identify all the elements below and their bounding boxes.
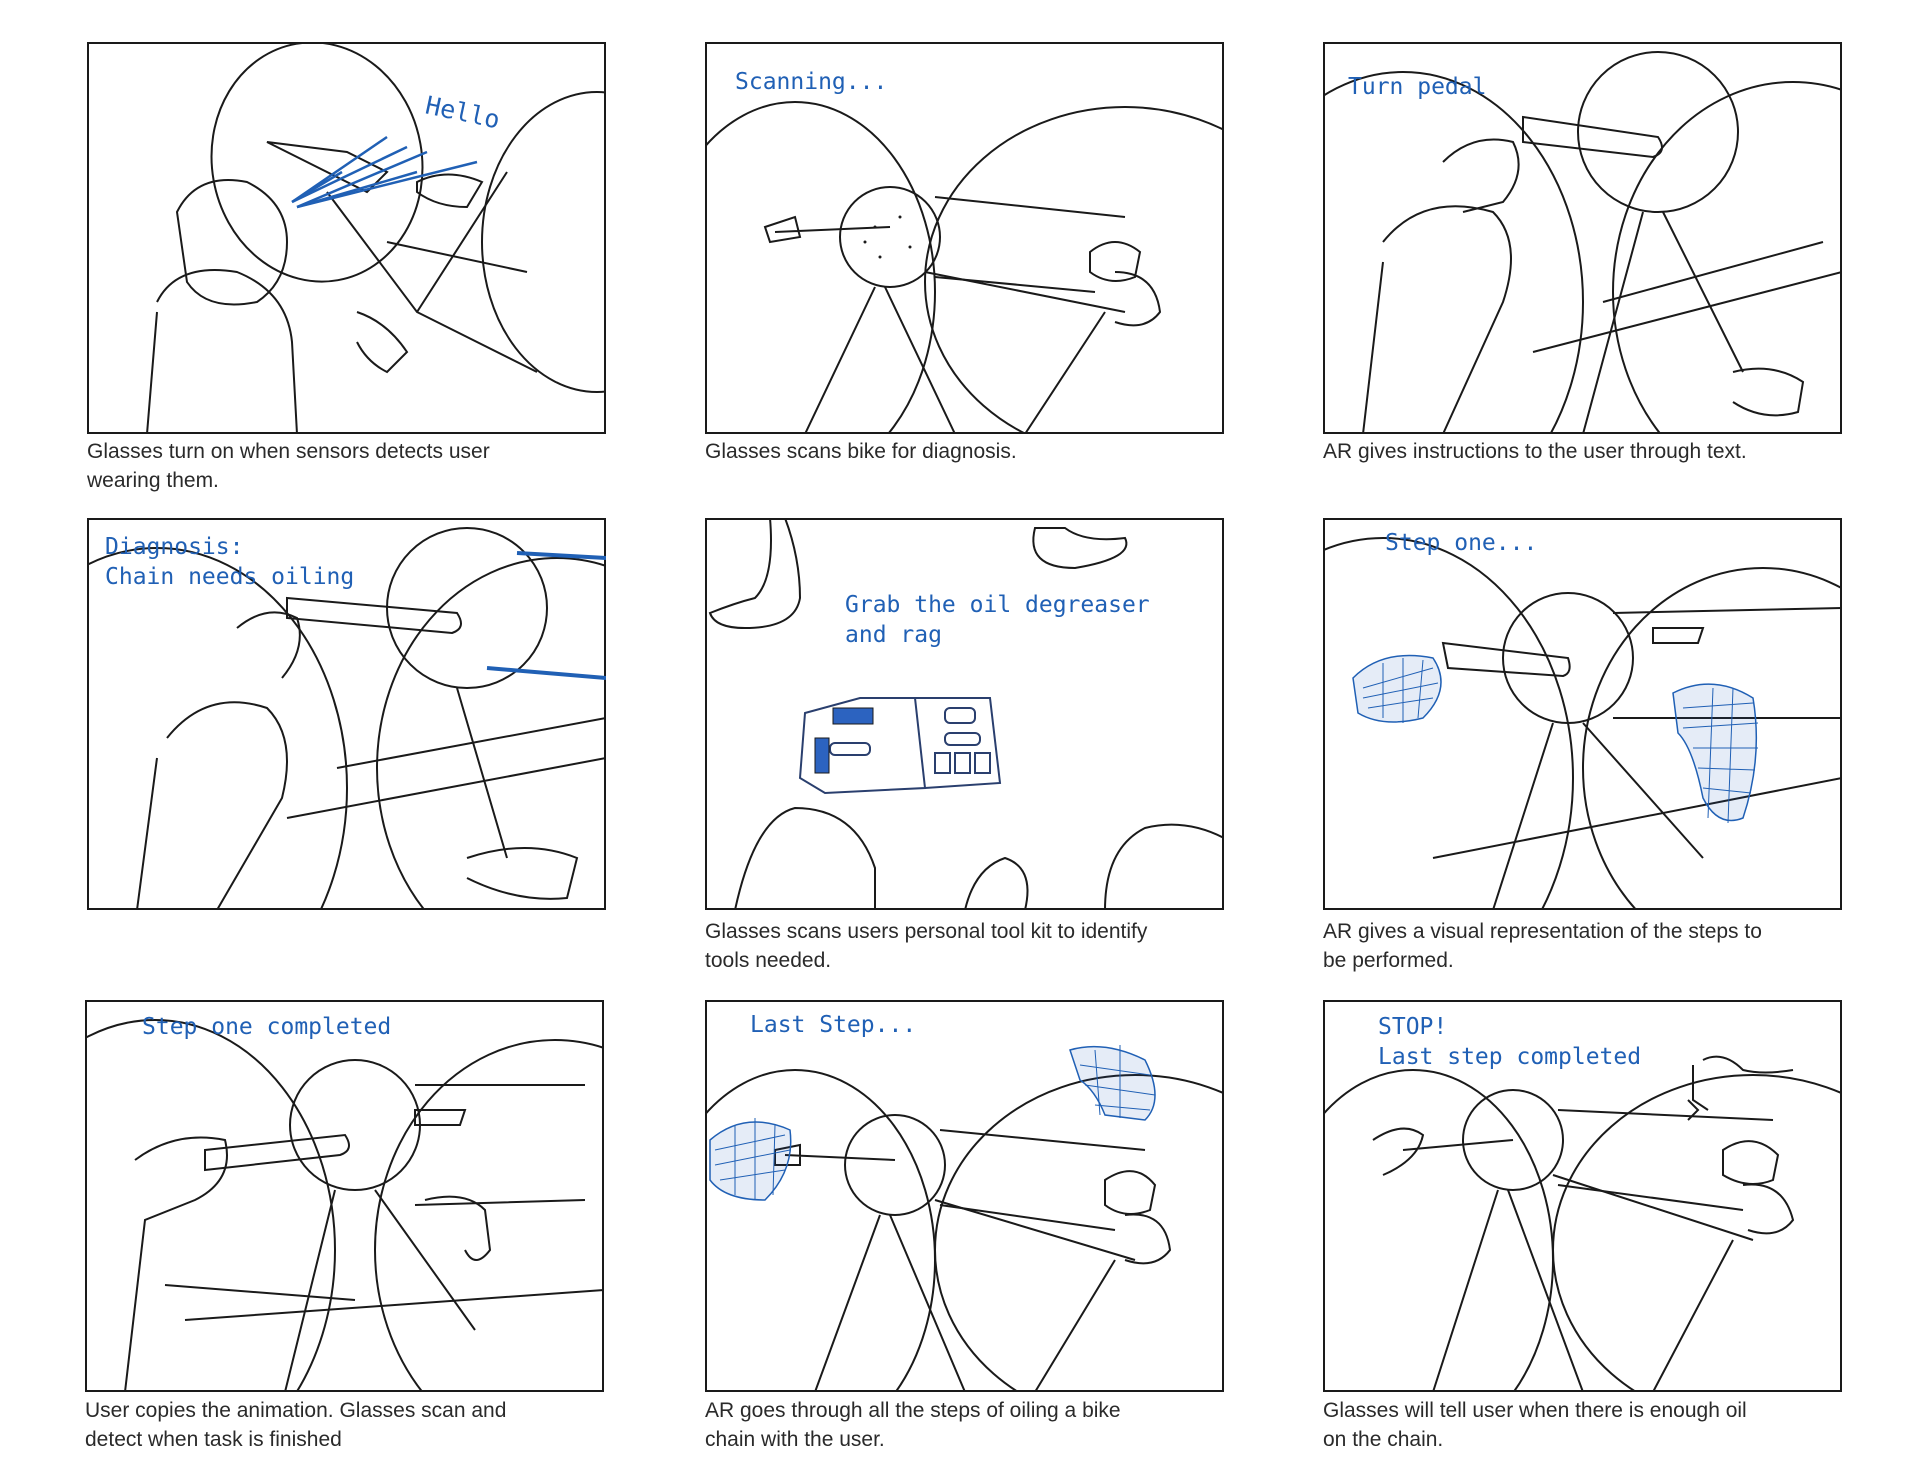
caption-line-2: be performed. — [1323, 949, 1454, 972]
ar-text-line-1: Turn pedal — [1348, 74, 1487, 100]
caption-panel-6: AR gives a visual representation of the … — [1323, 917, 1863, 975]
sketch-glasses-on — [87, 42, 606, 434]
caption-panel-8: AR goes through all the steps of oiling … — [705, 1396, 1245, 1454]
caption-panel-9: Glasses will tell user when there is eno… — [1323, 1396, 1863, 1454]
ar-text-line-2: and rag — [845, 622, 942, 648]
caption-line-2: tools needed. — [705, 949, 832, 972]
sketch-step-one-completed — [85, 1000, 604, 1392]
caption-line-1: User copies the animation. Glasses scan … — [85, 1399, 507, 1422]
ar-text-line-1: Step one completed — [142, 1014, 392, 1040]
caption-line-1: Glasses turn on when sensors detects use… — [87, 440, 490, 463]
caption-line-2: chain with the user. — [705, 1428, 885, 1451]
ar-text-line-2: Last step completed — [1378, 1044, 1642, 1070]
storyboard-panel-1: Hello — [87, 42, 606, 434]
storyboard-panel-9: STOP! Last step completed — [1323, 1000, 1842, 1392]
sketch-toolkit — [705, 518, 1224, 910]
caption-line-2: on the chain. — [1323, 1428, 1444, 1451]
caption-line-1: Glasses scans bike for diagnosis. — [705, 440, 1017, 463]
ar-text-line-1: STOP! — [1378, 1014, 1448, 1040]
caption-panel-3: AR gives instructions to the user throug… — [1323, 437, 1863, 466]
storyboard-panel-4: Diagnosis: Chain needs oiling — [87, 518, 606, 910]
caption-line-1: Glasses scans users personal tool kit to… — [705, 920, 1148, 943]
sketch-diagnosis — [87, 518, 606, 910]
sketch-turn-pedal — [1323, 42, 1842, 434]
ar-text-line-1: Scanning... — [735, 69, 888, 95]
storyboard-panel-6: Step one... — [1323, 518, 1842, 910]
caption-line-1: AR gives instructions to the user throug… — [1323, 440, 1747, 463]
caption-panel-1: Glasses turn on when sensors detects use… — [87, 437, 627, 495]
storyboard-panel-5: Grab the oil degreaser and rag — [705, 518, 1224, 910]
storyboard-panel-2: Scanning... — [705, 42, 1224, 434]
ar-text-line-2: Chain needs oiling — [105, 564, 355, 590]
sketch-last-step — [705, 1000, 1224, 1392]
sketch-step-one — [1323, 518, 1842, 910]
ar-text-line-1: Last Step... — [750, 1012, 917, 1038]
caption-panel-7: User copies the animation. Glasses scan … — [85, 1396, 625, 1454]
caption-line-1: Glasses will tell user when there is eno… — [1323, 1399, 1747, 1422]
storyboard-panel-8: Last Step... — [705, 1000, 1224, 1392]
storyboard-panel-7: Step one completed — [85, 1000, 604, 1392]
caption-line-1: AR goes through all the steps of oiling … — [705, 1399, 1121, 1422]
caption-line-2: detect when task is finished — [85, 1428, 342, 1451]
ar-text-line-1: Grab the oil degreaser — [845, 592, 1150, 618]
sketch-scanning-bike — [705, 42, 1224, 434]
caption-panel-5: Glasses scans users personal tool kit to… — [705, 917, 1245, 975]
sketch-stop — [1323, 1000, 1842, 1392]
ar-text-line-1: Diagnosis: — [105, 534, 244, 560]
caption-line-1: AR gives a visual representation of the … — [1323, 920, 1762, 943]
ar-text-line-1: Step one... — [1385, 530, 1538, 556]
caption-line-2: wearing them. — [87, 469, 219, 492]
caption-panel-2: Glasses scans bike for diagnosis. — [705, 437, 1245, 466]
storyboard-panel-3: Turn pedal — [1323, 42, 1842, 434]
